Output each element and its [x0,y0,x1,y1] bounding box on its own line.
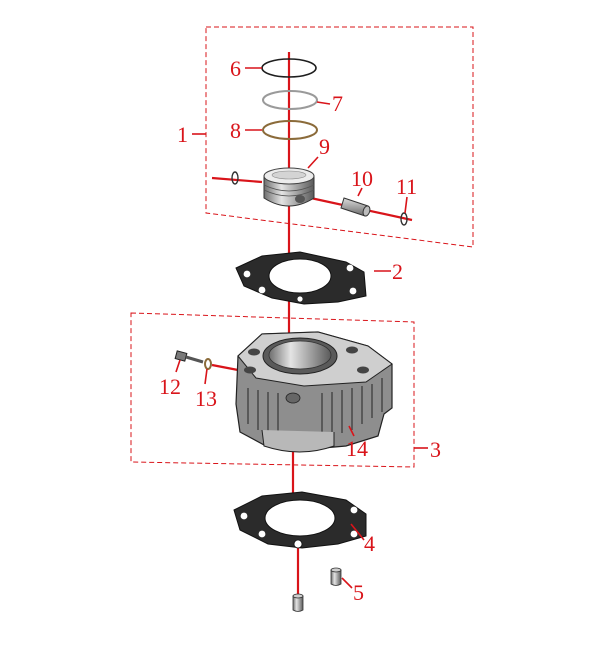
cylinder-block [235,331,393,453]
piston-ring-second [262,90,318,110]
leader-13 [204,368,208,385]
callout-6: 6 [230,56,241,81]
leader-12 [175,359,181,373]
pin-axis-left [211,176,263,184]
callout-1: 1 [177,122,188,147]
circlip-left [231,171,239,185]
callout-9: 9 [319,134,330,159]
cylinder-head-gasket [235,251,367,305]
leader-7 [316,101,331,105]
callout-8: 8 [230,118,241,143]
piston-pin [340,197,371,217]
callout-13: 13 [195,386,217,411]
callout-5: 5 [353,580,364,605]
leader-14 [348,425,355,437]
callout-2: 2 [392,259,403,284]
circlip-right [400,212,408,226]
callout-12: 12 [159,374,181,399]
callout-10: 10 [351,166,373,191]
o-ring-washer [204,358,212,370]
callout-7: 7 [332,91,343,116]
piston [263,167,315,207]
callout-11: 11 [396,174,417,199]
dowel-pin-right [330,567,342,586]
dowel-pin-left [292,593,304,612]
bolt-axis [211,363,239,372]
leader-5 [341,577,353,589]
piston-ring-oil [262,120,318,140]
callout-4: 4 [364,531,375,556]
callout-3: 3 [430,437,441,462]
bolt [174,350,204,364]
cylinder-base-gasket [233,491,367,549]
leader-11 [404,196,408,214]
cylinder-group-box [130,312,415,468]
leader-10 [357,187,363,197]
callout-14: 14 [346,436,368,461]
leader-4 [350,523,365,541]
leader-9 [307,156,319,169]
piston-group-box [205,26,474,248]
